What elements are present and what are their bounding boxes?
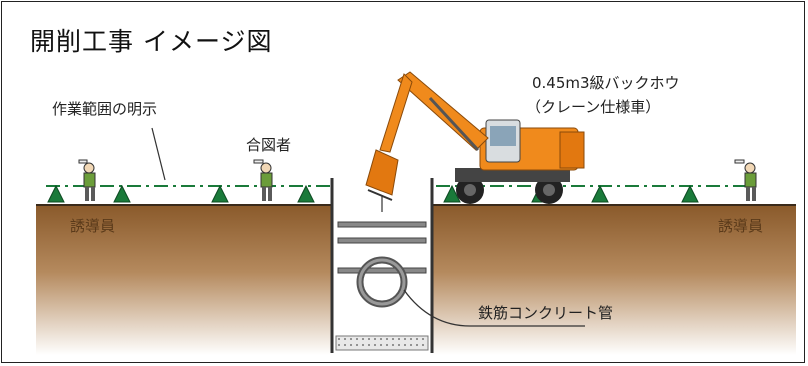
cone-8 [681,184,699,203]
worker-signaler [253,159,273,201]
pipe-label: 鉄筋コンクリート管 [478,304,614,322]
machine-label-line2: （クレーン仕様車） [526,98,661,116]
cone-5 [443,184,461,203]
signaler-label: 合図者 [246,136,292,154]
work-area-leader [151,127,166,181]
concrete-pipe [356,256,408,308]
ground-right [432,205,796,355]
guide-left-label: 誘導員 [70,217,116,235]
cone-1 [47,184,65,203]
machine-label-line1: 0.45m3級バックホウ [532,74,680,92]
worker-left-guide [78,159,96,201]
guide-right-label: 誘導員 [718,217,764,235]
pipe-leader-line [403,289,585,327]
cone-2 [113,184,131,203]
diagram-title: 開削工事 イメージ図 [30,27,273,56]
cone-7 [591,184,609,203]
cone-3 [211,184,229,203]
work-area-label: 作業範囲の明示 [52,100,158,118]
cone-4 [297,184,315,203]
trench [330,178,434,353]
worker-right-guide [734,159,757,201]
ground-left [36,205,332,355]
backhoe [365,71,585,212]
